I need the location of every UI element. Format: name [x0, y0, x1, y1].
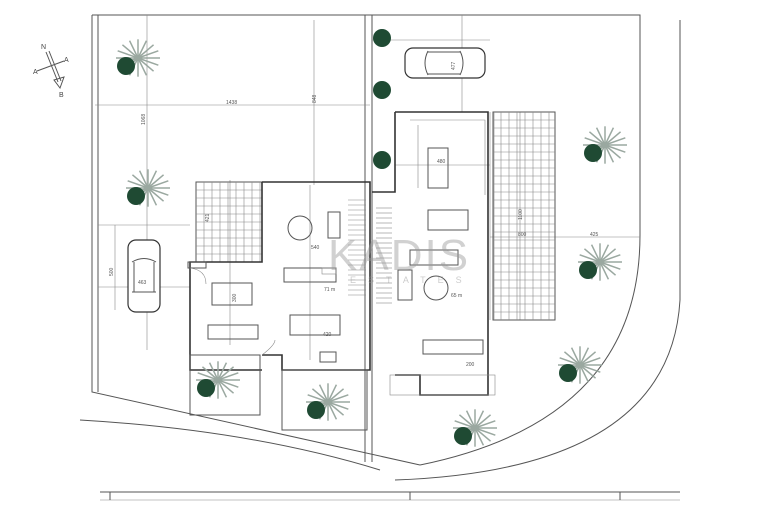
svg-text:KADIS: KADIS	[328, 231, 470, 280]
dim-car-top: 477	[451, 61, 457, 70]
right-house: 65 m	[372, 111, 496, 396]
tree-icon	[373, 151, 391, 169]
left-house: 71 m	[187, 181, 392, 431]
tree-icon	[126, 169, 170, 207]
tree-icon	[583, 126, 627, 164]
compass-north: N	[41, 44, 46, 51]
car-left: 463	[127, 239, 161, 313]
dim-left-depth: 1068	[141, 114, 147, 125]
dim-bath-right: 200	[466, 362, 475, 368]
compass-east: A	[64, 57, 69, 64]
trees	[116, 29, 627, 447]
tree-icon	[306, 383, 350, 421]
terrace-tiles	[195, 111, 556, 321]
dim-parking-depth: 500	[109, 267, 115, 276]
dim-top-depth: 848	[312, 94, 318, 103]
dim-garden-right: 425	[590, 232, 599, 238]
tree-icon	[373, 81, 391, 99]
compass-west: A	[33, 69, 38, 76]
dim-terrace-left: 421	[205, 213, 211, 222]
svg-text:ESTATES: ESTATES	[350, 275, 474, 285]
compass-south: B	[59, 92, 64, 99]
tree-icon	[453, 409, 497, 447]
compass-icon: N B A A	[33, 44, 69, 99]
dim-island-right: 480	[437, 159, 446, 165]
dim-top-width: 1438	[226, 100, 237, 106]
staircase	[348, 199, 392, 304]
area-left: 71 m	[324, 287, 335, 293]
tree-icon	[558, 346, 602, 384]
watermark-logo: KADIS ESTATES	[328, 231, 474, 285]
tree-icon	[196, 361, 240, 399]
car-top: 477	[404, 47, 486, 79]
tree-icon	[116, 39, 160, 77]
dim-living-left: 540	[311, 245, 320, 251]
plot-boundaries	[79, 14, 681, 501]
dim-terrace-right-width: 800	[518, 232, 527, 238]
area-right: 65 m	[451, 293, 462, 299]
dim-dining-left: 300	[232, 293, 238, 302]
tree-icon	[578, 243, 622, 281]
dim-car-left: 463	[138, 280, 147, 286]
dimension-lines: 1438 848 1068 500 421 540 300 420 480 11…	[95, 15, 640, 368]
dim-terrace-right-depth: 1100	[518, 209, 524, 220]
tree-icon	[373, 29, 391, 47]
